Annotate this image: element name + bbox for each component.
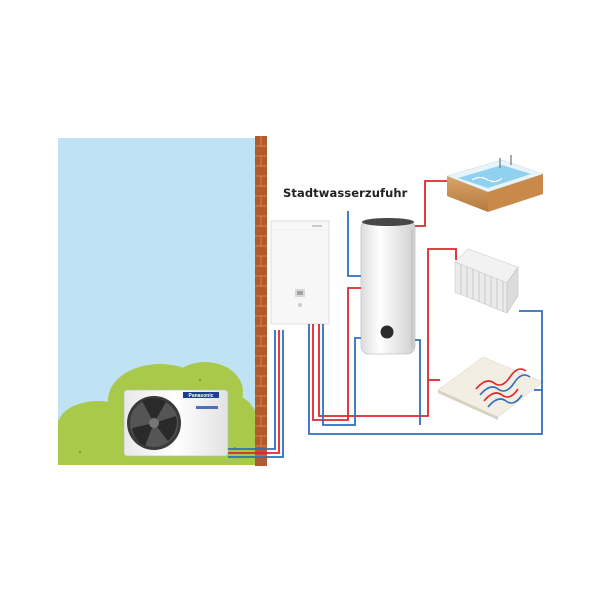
water-supply-label: Stadtwasserzufuhr <box>283 186 408 200</box>
hydromodule-icon <box>270 220 330 325</box>
outdoor-unit-brand: Panasonic <box>188 393 213 399</box>
radiator-icon <box>454 248 519 315</box>
brick-wall <box>255 136 267 466</box>
hot-water-tank-icon <box>360 218 416 355</box>
underfloor-heating-icon <box>437 356 544 420</box>
heat-pump-outdoor-unit-icon: Panasonic <box>123 389 229 457</box>
outdoor-pipes <box>228 330 284 458</box>
hot-water-pipes <box>312 180 457 421</box>
cold-water-pipes <box>308 211 543 435</box>
bathtub-icon <box>446 155 544 212</box>
